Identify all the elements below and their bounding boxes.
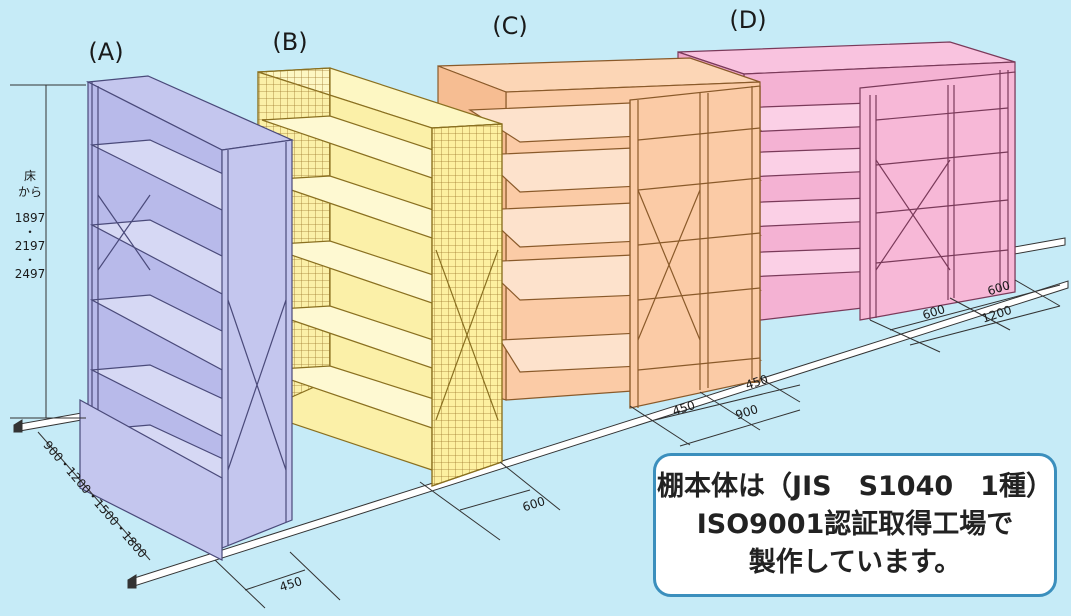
shelf-unit-b bbox=[257, 67, 503, 487]
height-value-2197: 2197 bbox=[15, 239, 46, 253]
height-value-1897: 1897 bbox=[15, 211, 46, 225]
depth-dimensions bbox=[214, 279, 1061, 609]
dim-c-total: 900 bbox=[734, 402, 760, 422]
height-value-2497: 2497 bbox=[15, 267, 46, 281]
height-dot-2: ・ bbox=[24, 253, 36, 267]
label-c: (C) bbox=[492, 12, 527, 40]
height-dimension bbox=[10, 84, 86, 419]
label-a: (A) bbox=[88, 38, 123, 66]
shelf-unit-a bbox=[79, 75, 295, 561]
height-note-floor: 床 bbox=[24, 169, 36, 183]
dim-c-single-2: 450 bbox=[744, 372, 770, 392]
certification-note: 棚本体は（JIS S1040 1種） ISO9001認証取得工場で 製作していま… bbox=[653, 453, 1057, 597]
note-line-2: ISO9001認証取得工場で bbox=[696, 509, 1014, 540]
dim-d-single-2: 600 bbox=[986, 278, 1012, 298]
height-note: 床 から 1897 ・ 2197 ・ 2497 bbox=[15, 169, 46, 281]
label-d: (D) bbox=[729, 6, 766, 34]
depth-labels: 450 600 450 450 900 600 600 1200 bbox=[278, 278, 1014, 594]
unit-labels: (A) (B) (C) (D) bbox=[88, 6, 766, 66]
rail-length-dimension bbox=[37, 431, 151, 561]
note-line-3: 製作しています。 bbox=[748, 547, 962, 578]
height-note-from: から bbox=[18, 185, 42, 199]
dim-b-depth: 600 bbox=[521, 494, 547, 514]
label-b: (B) bbox=[272, 28, 307, 56]
note-line-1: 棚本体は（JIS S1040 1種） bbox=[657, 471, 1053, 502]
dim-a-depth: 450 bbox=[278, 574, 304, 594]
dim-d-single: 600 bbox=[921, 302, 947, 322]
dim-c-single: 450 bbox=[671, 398, 697, 418]
height-dot-1: ・ bbox=[24, 225, 36, 239]
